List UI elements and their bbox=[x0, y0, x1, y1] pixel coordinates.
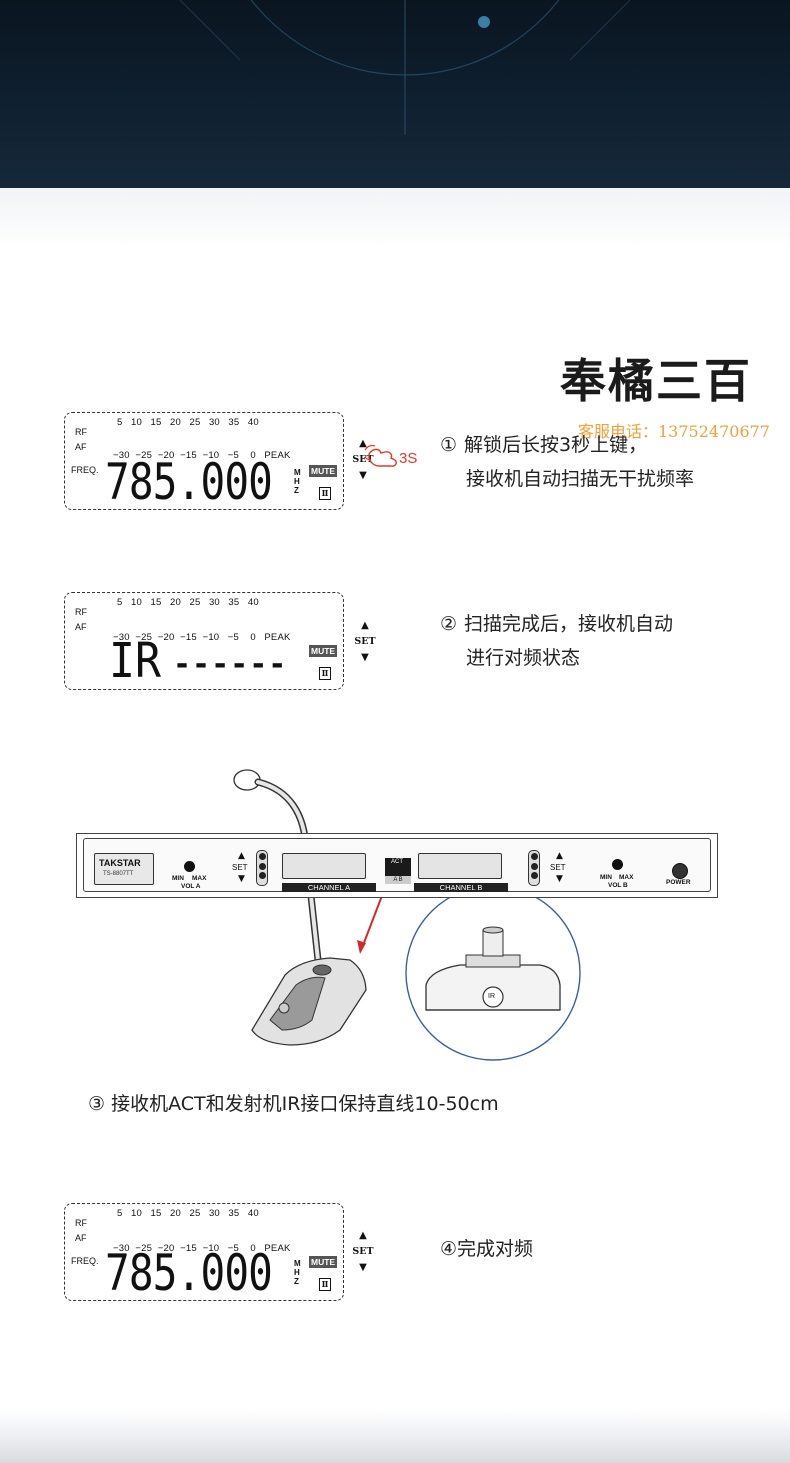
step-1-number: ① bbox=[440, 434, 458, 456]
set-control-4: ▲ SET ▼ bbox=[350, 1230, 376, 1286]
brand-name: TAKSTAR bbox=[99, 858, 141, 868]
rf-scale: 5 10 15 20 25 30 35 40 bbox=[117, 1208, 259, 1219]
channel-b-screen bbox=[418, 853, 502, 879]
rf-label: RF bbox=[75, 427, 87, 437]
af-label: AF bbox=[75, 622, 87, 632]
hand-press-icon bbox=[365, 444, 397, 467]
up-arrow-icon: ▲ bbox=[359, 1230, 367, 1241]
led-indicators-a bbox=[256, 850, 268, 886]
takstar-logo: TAKSTAR TS-8807TT bbox=[94, 853, 154, 885]
customer-service-phone: 客服电话：13752470677 bbox=[578, 422, 770, 441]
lcd-display-2: RF AF 5 10 15 20 25 30 35 40 −30 −25 −20… bbox=[64, 592, 344, 690]
hero-decoration bbox=[179, 0, 631, 135]
set-label: SET bbox=[354, 636, 376, 647]
step-1-text: ① 解锁后长按3秒上键， 接收机自动扫描无干扰频率 bbox=[440, 428, 694, 496]
af-scale: −30 −25 −20 −15 −10 −5 0 PEAK bbox=[113, 1243, 291, 1254]
step-3-text: ③ 接收机ACT和发射机IR接口保持直线10-50cm bbox=[88, 1093, 499, 1115]
rf-label: RF bbox=[75, 1218, 87, 1228]
step-1-line1: 解锁后长按3秒上键， bbox=[464, 434, 648, 456]
rf-scale: 5 10 15 20 25 30 35 40 bbox=[117, 417, 259, 428]
af-label: AF bbox=[75, 1233, 87, 1243]
pairing-dashes: ------ bbox=[173, 647, 288, 682]
set-control-1: ▲ SET ▼ bbox=[350, 438, 376, 494]
vol-a-min-label: MIN bbox=[172, 875, 184, 882]
channel-two-indicator: Ⅱ bbox=[319, 667, 331, 680]
vol-b-knob[interactable] bbox=[612, 859, 623, 870]
act-ab-label: A B bbox=[385, 876, 411, 884]
frequency-readout: 785.000 bbox=[105, 453, 273, 511]
up-arrow-icon: ▲ bbox=[361, 620, 369, 631]
hero-banner bbox=[0, 0, 790, 188]
rf-scale: 5 10 15 20 25 30 35 40 bbox=[117, 597, 259, 608]
model-number: TS-8807TT bbox=[103, 871, 134, 877]
set-label: SET bbox=[352, 1246, 374, 1257]
down-arrow-icon: ▼ bbox=[359, 470, 367, 481]
set-label-a: SET bbox=[232, 863, 248, 872]
mute-indicator: MUTE bbox=[309, 645, 338, 657]
set-label-b: SET bbox=[550, 863, 566, 872]
brand-logo: 奉橘三百 bbox=[560, 354, 752, 408]
channel-two-indicator: Ⅱ bbox=[319, 487, 331, 500]
ir-port-label: IR bbox=[488, 993, 495, 1000]
vol-a-label: VOL A bbox=[181, 883, 201, 890]
bottom-band bbox=[0, 1410, 790, 1463]
down-arrow-icon: ▼ bbox=[361, 652, 369, 663]
down-arrow-icon: ▼ bbox=[359, 1262, 367, 1273]
mute-indicator: MUTE bbox=[309, 1256, 338, 1268]
down-arrow-icon[interactable]: ▼ bbox=[556, 874, 563, 884]
shadow-band bbox=[0, 188, 790, 248]
step-2-text: ② 扫描完成后，接收机自动 进行对频状态 bbox=[440, 607, 673, 675]
receiver-front-panel: TAKSTAR TS-8807TT MIN MAX VOL A ▲ SET ▼ … bbox=[76, 833, 718, 898]
af-label: AF bbox=[75, 442, 87, 452]
channel-a-label: CHANNEL A bbox=[282, 883, 376, 892]
up-arrow-icon[interactable]: ▲ bbox=[238, 851, 245, 861]
af-scale: −30 −25 −20 −15 −10 −5 0 PEAK bbox=[113, 632, 291, 643]
step-2-line2: 进行对频状态 bbox=[466, 647, 581, 669]
lcd-display-4: RF AF 5 10 15 20 25 30 35 40 −30 −25 −20… bbox=[64, 1203, 344, 1301]
act-label: ACT bbox=[391, 859, 403, 865]
up-arrow-icon: ▲ bbox=[359, 438, 367, 449]
power-label: POWER bbox=[666, 879, 691, 886]
vol-a-knob[interactable] bbox=[184, 861, 195, 872]
hold-duration-hint: 3S bbox=[399, 450, 418, 467]
channel-b-label: CHANNEL B bbox=[414, 883, 508, 892]
mhz-unit: M H Z bbox=[294, 468, 301, 495]
freq-label: FREQ. bbox=[71, 1256, 99, 1266]
ir-readout: IR bbox=[109, 633, 162, 689]
step-4-text: ④完成对频 bbox=[440, 1238, 534, 1260]
vol-a-max-label: MAX bbox=[192, 875, 207, 882]
vol-b-label: VOL B bbox=[608, 882, 628, 889]
step-2-number: ② bbox=[440, 613, 458, 635]
power-button[interactable] bbox=[672, 863, 688, 879]
step-2-line1: 扫描完成后，接收机自动 bbox=[464, 613, 674, 635]
set-control-2: ▲ SET ▼ bbox=[352, 620, 378, 676]
rf-label: RF bbox=[75, 607, 87, 617]
af-scale: −30 −25 −20 −15 −10 −5 0 PEAK bbox=[113, 450, 291, 461]
lcd-display-1: RF AF 5 10 15 20 25 30 35 40 −30 −25 −20… bbox=[64, 412, 344, 510]
led-indicators-b bbox=[528, 850, 540, 886]
vol-b-min-label: MIN bbox=[600, 874, 612, 881]
set-label: SET bbox=[352, 454, 374, 465]
frequency-readout: 785.000 bbox=[105, 1244, 273, 1302]
channel-two-indicator: Ⅱ bbox=[319, 1278, 331, 1291]
up-arrow-icon[interactable]: ▲ bbox=[556, 851, 563, 861]
mute-indicator: MUTE bbox=[309, 465, 338, 477]
freq-label: FREQ. bbox=[71, 465, 99, 475]
step-1-line2: 接收机自动扫描无干扰频率 bbox=[466, 468, 695, 490]
down-arrow-icon[interactable]: ▼ bbox=[238, 874, 245, 884]
vol-b-max-label: MAX bbox=[619, 874, 634, 881]
channel-a-screen bbox=[282, 853, 366, 879]
mhz-unit: M H Z bbox=[294, 1259, 301, 1286]
act-port[interactable]: ACT A B bbox=[385, 858, 411, 884]
